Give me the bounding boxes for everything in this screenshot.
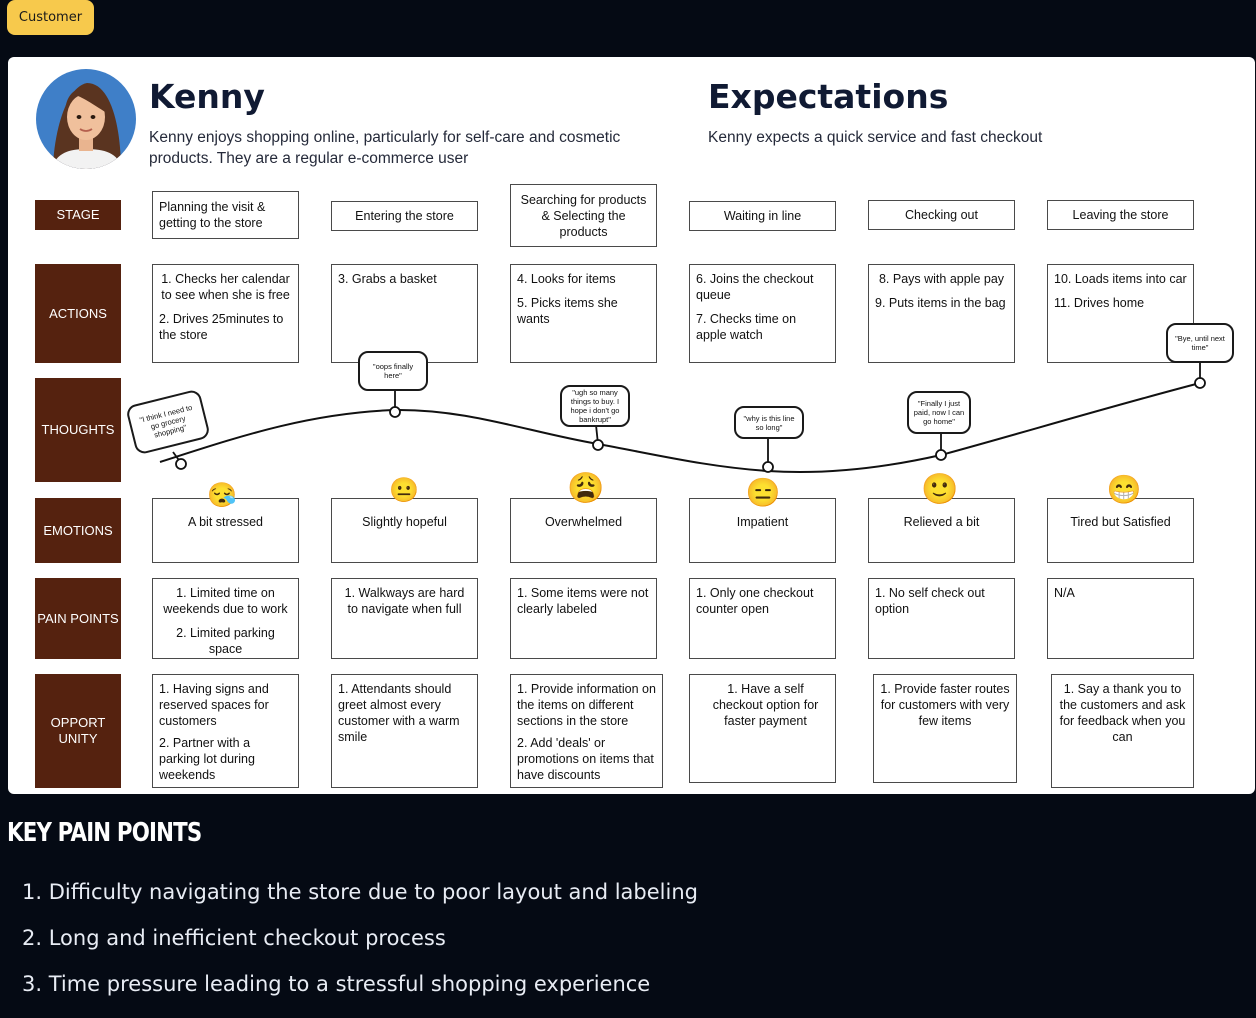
weary-face-icon: 😩 (567, 472, 605, 505)
action-item: 7. Checks time on apple watch (696, 312, 797, 342)
thought-bubble: "oops finally here" (358, 351, 428, 391)
persona-name: Kenny (149, 77, 265, 116)
action-item: 1. Checks her calendar to see when she i… (161, 272, 290, 302)
pain-points-cell: 1. Only one checkout counter open (689, 578, 836, 659)
action-item: 8. Pays with apple pay (878, 272, 1005, 286)
pain-points-cell: N/A (1047, 578, 1194, 659)
row-label-opportunity-line2: UNITY (58, 731, 98, 746)
actions-cell: 4. Looks for items 5. Picks items she wa… (510, 264, 657, 363)
opportunity-cell: 1. Have a self checkout option for faste… (689, 674, 836, 783)
row-label-thoughts: THOUGHTS (35, 378, 121, 482)
actions-cell: 6. Joins the checkout queue 7. Checks ti… (689, 264, 836, 363)
customer-tag[interactable]: Customer (7, 0, 94, 35)
expectations-title: Expectations (708, 77, 949, 116)
pain-point-item: 1. No self check out option (875, 586, 985, 616)
action-item: 11. Drives home (1054, 296, 1145, 310)
opportunity-item: 1. Provide faster routes for customers w… (880, 682, 1010, 728)
curve-point (175, 458, 187, 470)
opportunity-item: 2. Partner with a parking lot during wee… (159, 736, 255, 782)
row-label-opportunity-line1: OPPORT (50, 715, 106, 730)
stage-cell: Waiting in line (689, 201, 836, 231)
pain-point-item: 1. Limited time on weekends due to work (163, 586, 288, 616)
emotion-cell: Impatient (689, 498, 836, 563)
thought-bubble: "why is this line so long" (734, 406, 804, 439)
pain-points-cell: 1. Some items were not clearly labeled (510, 578, 657, 659)
curve-point (762, 461, 774, 473)
stage-cell: Leaving the store (1047, 200, 1194, 230)
action-item: 9. Puts items in the bag (875, 296, 1006, 310)
key-pain-point-item: 3. Time pressure leading to a stressful … (22, 972, 651, 996)
pain-points-cell: 1. Limited time on weekends due to work … (152, 578, 299, 659)
curve-point (592, 439, 604, 451)
row-label-opportunity: OPPORT UNITY (35, 674, 121, 788)
action-item: 2. Drives 25minutes to the store (159, 312, 284, 342)
opportunity-cell: 1. Attendants should greet almost every … (331, 674, 478, 788)
actions-cell: 8. Pays with apple pay 9. Puts items in … (868, 264, 1015, 363)
thought-bubble: "Finally I just paid, now I can go home" (907, 391, 971, 434)
pain-point-item: 1. Walkways are hard to navigate when fu… (344, 586, 465, 616)
thought-bubble: "Bye, until next time" (1166, 323, 1234, 363)
slightly-smiling-face-icon: 🙂 (921, 473, 959, 506)
emotion-cell: Overwhelmed (510, 498, 657, 563)
opportunity-item: 2. Add 'deals' or promotions on items th… (517, 736, 654, 782)
row-label-emotions: EMOTIONS (35, 498, 121, 563)
actions-cell: 1. Checks her calendar to see when she i… (152, 264, 299, 363)
expressionless-face-icon: 😑 (745, 477, 781, 508)
opportunity-item: 1. Have a self checkout option for faste… (712, 682, 819, 728)
opportunity-cell: 1. Provide information on the items on d… (510, 674, 663, 788)
pain-point-item: 1. Some items were not clearly labeled (517, 586, 649, 616)
curve-point (1194, 377, 1206, 389)
journey-map-board: Kenny Kenny enjoys shopping online, part… (8, 57, 1255, 794)
emotion-cell: A bit stressed (152, 498, 299, 563)
opportunity-cell: 1. Provide faster routes for customers w… (873, 674, 1017, 783)
opportunity-cell: 1. Having signs and reserved spaces for … (152, 674, 299, 788)
row-label-pain-points: PAIN POINTS (35, 578, 121, 659)
curve-point (935, 449, 947, 461)
grinning-face-icon: 😁 (1106, 474, 1142, 505)
stage-cell: Searching for products & Selecting the p… (510, 184, 657, 247)
pain-point-item: 1. Only one checkout counter open (696, 586, 814, 616)
expectations-description: Kenny expects a quick service and fast c… (708, 129, 1043, 146)
action-item: 10. Loads items into car (1054, 272, 1187, 286)
emotion-curve (159, 361, 1206, 474)
opportunity-item: 1. Attendants should greet almost every … (338, 682, 460, 744)
opportunity-cell: 1. Say a thank you to the customers and … (1051, 674, 1194, 788)
opportunity-item: 1. Having signs and reserved spaces for … (159, 682, 269, 728)
stressed-face-icon: 😪 (207, 482, 237, 509)
action-item: 4. Looks for items (517, 272, 616, 286)
persona-avatar (36, 69, 136, 169)
curve-point (389, 406, 401, 418)
stage-cell: Checking out (868, 200, 1015, 230)
emotion-cell: Tired but Satisfied (1047, 498, 1194, 563)
action-item: 5. Picks items she wants (517, 296, 618, 326)
pain-points-cell: 1. No self check out option (868, 578, 1015, 659)
stage-cell: Entering the store (331, 201, 478, 231)
pain-point-item: N/A (1054, 586, 1075, 600)
neutral-face-icon: 😐 (389, 477, 419, 504)
row-label-actions: ACTIONS (35, 264, 121, 363)
emotion-cell: Slightly hopeful (331, 498, 478, 563)
actions-cell: 3. Grabs a basket (331, 264, 478, 363)
persona-description: Kenny enjoys shopping online, particular… (149, 129, 621, 167)
thought-bubble: "ugh so many things to buy. I hope i don… (560, 385, 630, 427)
opportunity-item: 1. Say a thank you to the customers and … (1059, 682, 1186, 744)
key-pain-points-title: KEY PAIN POINTS (7, 818, 202, 848)
key-pain-point-item: 1. Difficulty navigating the store due t… (22, 880, 698, 904)
opportunity-item: 1. Provide information on the items on d… (517, 682, 656, 728)
key-pain-points-list: 1. Difficulty navigating the store due t… (22, 880, 698, 1018)
pain-point-item: 2. Limited parking space (176, 626, 275, 656)
key-pain-point-item: 2. Long and inefficient checkout process (22, 926, 446, 950)
row-label-stage: STAGE (35, 200, 121, 230)
action-item: 3. Grabs a basket (338, 272, 437, 286)
emotion-cell: Relieved a bit (868, 498, 1015, 563)
pain-points-cell: 1. Walkways are hard to navigate when fu… (331, 578, 478, 659)
stage-cell: Planning the visit & getting to the stor… (152, 191, 299, 239)
action-item: 6. Joins the checkout queue (696, 272, 814, 302)
